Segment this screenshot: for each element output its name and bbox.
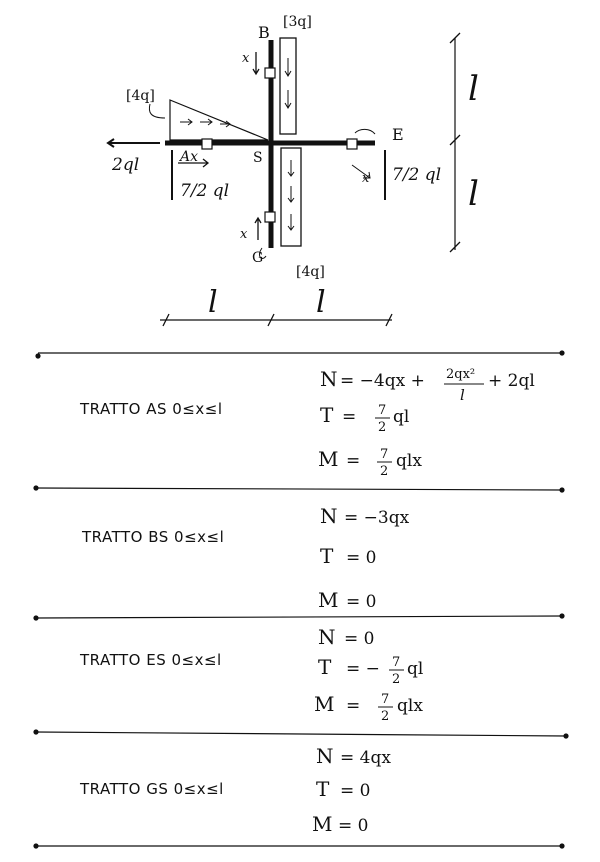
eq-symbol: N [316,744,334,768]
eq-symbol: N [320,504,338,528]
eq-frac-num: 7 [378,403,386,418]
dim-l-horizontal-left: l [208,285,218,320]
label-Ax: Ax [178,149,198,165]
dim-l-vertical-bottom: l [468,174,479,214]
eq-symbol: M [318,447,338,471]
eq-frac-den: l [460,386,465,404]
section-es: TRATTO ES 0≤x≤l N = 0 T = − 7 2 ql M = 7… [79,625,423,724]
force-arrow-left [106,138,160,148]
eq-symbol: T [318,655,332,679]
eq-body: = [342,407,356,427]
load-box-top [279,37,297,135]
eq-body: = 0 [346,592,376,612]
eq-frac-num: 7 [380,447,388,462]
label-x-bottom: x [240,227,248,242]
hinge-left [201,138,213,150]
eq-symbol: T [320,544,334,568]
eq-symbol: M [314,692,334,716]
eq-frac-num: 7 [381,692,389,707]
eq-body: = 0 [338,816,368,836]
label-x-right: x [362,171,370,186]
ax-arrow [178,158,210,168]
eq-symbol: T [316,777,330,801]
eq-body: = 0 [340,781,370,801]
label-reaction-right: 7/2 ql [392,165,441,185]
section-label: TRATTO ES 0≤x≤l [79,651,222,669]
eq-body: = − [346,659,380,679]
section-as: TRATTO AS 0≤x≤l N = −4qx + 2qx² l + 2ql … [79,367,535,479]
eq-body: = [346,696,360,716]
eq-body: = −3qx [344,508,410,528]
label-force-left: 2ql [111,155,139,175]
eq-symbol: M [312,812,332,836]
eq-body: = 0 [344,629,374,649]
load-triangle-left [169,99,269,141]
eq-tail: + 2ql [488,371,535,391]
eq-body: = −4qx + [340,371,425,391]
section-dividers [33,350,569,849]
hinge-right [346,138,358,150]
eq-body: = [346,451,360,471]
label-S: S [253,150,263,166]
label-reaction-left: 7/2 ql [180,181,229,201]
eq-tail: qlx [397,696,423,716]
eq-tail: ql [393,407,409,427]
label-load-bottom: [4q] [296,264,325,280]
eq-frac-den: 2 [378,420,386,435]
load-box-bottom [280,147,302,247]
eq-tail: qlx [396,451,422,471]
section-label: TRATTO BS 0≤x≤l [81,528,224,546]
section-bs: TRATTO BS 0≤x≤l N = −3qx T = 0 M = 0 [81,504,410,612]
label-load-left: [4q] [126,88,155,104]
section-label: TRATTO GS 0≤x≤l [79,780,224,798]
eq-symbol: N [320,367,338,391]
eq-frac-den: 2 [392,672,400,687]
section-gs: TRATTO GS 0≤x≤l N = 4qx T = 0 M = 0 [79,744,391,836]
label-G: G [252,250,263,266]
diagram-labels: B E S G Ax [3q] [4q] [4q] 2ql 7/2 ql 7/2… [111,14,479,320]
eq-frac-den: 2 [380,464,388,479]
eq-frac-num: 2qx² [446,367,475,382]
label-B: B [258,23,270,42]
label-x-top: x [242,51,250,66]
section-label: TRATTO AS 0≤x≤l [79,400,223,418]
eq-symbol: N [318,625,336,649]
eq-frac-num: 7 [392,655,400,670]
hinge-top [264,67,276,79]
eq-symbol: M [318,588,338,612]
eq-tail: ql [407,659,423,679]
dim-l-vertical-top: l [468,69,479,109]
eq-body: = 4qx [340,748,391,768]
dim-l-horizontal-right: l [316,285,326,320]
eq-frac-den: 2 [381,709,389,724]
label-E: E [392,125,404,144]
eq-body: = 0 [346,548,376,568]
label-load-top: [3q] [283,14,312,30]
eq-symbol: T [320,403,334,427]
hinge-bottom [264,211,276,223]
frame-diagram [106,32,461,327]
